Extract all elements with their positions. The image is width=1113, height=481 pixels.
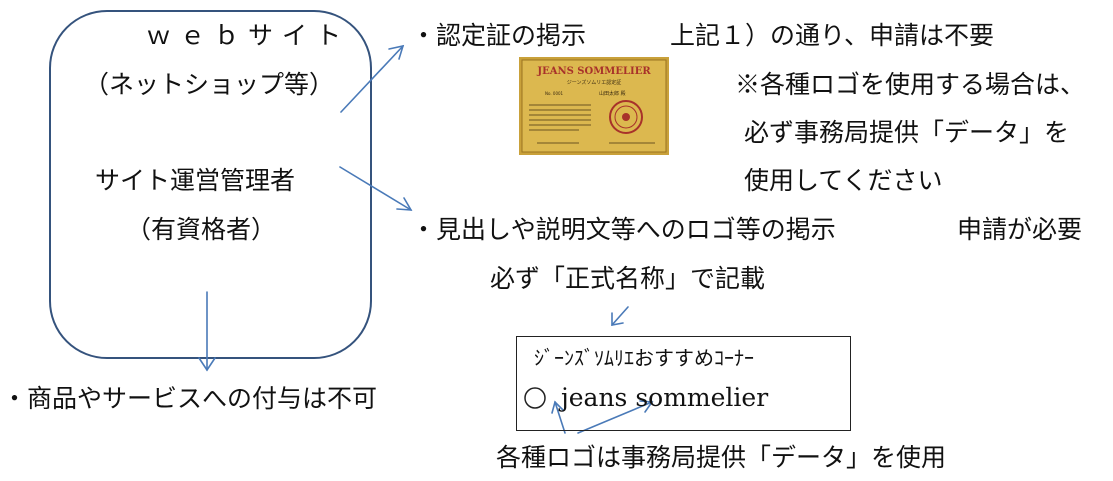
site-operator-box bbox=[49, 10, 372, 359]
certificate-subtitle: ジーンズソムリエ認定証 bbox=[567, 79, 622, 86]
certificate-holder-name: 山田太郎 殿 bbox=[599, 90, 626, 97]
net-shop-label: （ネットショップ等） bbox=[84, 70, 335, 99]
arrow-to-logo-circle bbox=[551, 400, 566, 434]
qualified-person-label: （有資格者） bbox=[126, 215, 277, 244]
arrow-to-product-restriction bbox=[198, 291, 216, 372]
arrow-to-corner-title bbox=[611, 306, 629, 326]
certificate-display-item: ・認定証の掲示 bbox=[411, 21, 587, 50]
certificate-seal bbox=[609, 100, 643, 134]
certificate-title: JEANS SOMMELIER bbox=[536, 66, 651, 77]
heading-logo-display-item: ・見出しや説明文等へのロゴ等の掲示 bbox=[411, 215, 836, 244]
arrow-to-certificate bbox=[340, 44, 405, 113]
logo-usage-notice-line2: 必ず事務局提供「データ」を bbox=[744, 118, 1070, 147]
certificate-number: No. 0001 bbox=[545, 91, 564, 96]
arrow-to-brand-text bbox=[577, 400, 654, 434]
logo-placeholder-circle bbox=[524, 387, 546, 409]
logo-usage-notice-line3: 使用してください bbox=[744, 166, 943, 195]
sample-corner-box bbox=[516, 336, 851, 431]
certificate-image: JEANS SOMMELIER ジーンズソムリエ認定証 No. 0001 山田太… bbox=[519, 57, 669, 155]
logo-data-usage-note: 各種ロゴは事務局提供「データ」を使用 bbox=[496, 443, 947, 472]
brand-name-sample: jeans sommelier bbox=[561, 383, 769, 412]
application-required-note: 申請が必要 bbox=[957, 215, 1083, 244]
website-label: ｗｅｂサイト bbox=[146, 21, 351, 50]
product-service-restriction: ・商品やサービスへの付与は不可 bbox=[2, 384, 378, 413]
arrow-to-heading-logo bbox=[339, 166, 413, 211]
site-admin-label: サイト運営管理者 bbox=[95, 166, 296, 195]
certificate-no-application-note: 上記１）の通り、申請は不要 bbox=[670, 21, 995, 50]
official-name-note: 必ず「正式名称」で記載 bbox=[490, 264, 766, 293]
logo-usage-notice-line1: ※各種ロゴを使用する場合は、 bbox=[735, 70, 1086, 99]
corner-title-sample: ｼﾞｰﾝｽﾞｿﾑﾘｴおすすめｺｰﾅｰ bbox=[534, 346, 754, 370]
